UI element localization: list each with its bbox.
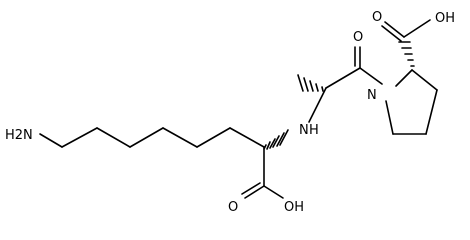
nh-h-label: H xyxy=(309,123,319,138)
lower-hydroxyl-label: OH xyxy=(284,200,304,215)
hash-line xyxy=(321,86,324,92)
bond xyxy=(384,21,405,38)
bond xyxy=(359,67,383,85)
hash-line xyxy=(309,80,314,92)
bond xyxy=(395,69,413,87)
bond xyxy=(162,127,198,148)
bond xyxy=(129,127,164,148)
bond xyxy=(403,19,431,38)
bond xyxy=(244,185,265,199)
ring-hashed-wedge xyxy=(398,41,415,67)
upper-hydroxyl-label: OH xyxy=(435,11,455,26)
hash-line xyxy=(303,77,309,92)
bond xyxy=(96,127,131,148)
hash-line xyxy=(266,141,271,150)
hash-line xyxy=(279,129,289,146)
hash-line xyxy=(315,83,319,92)
bond xyxy=(425,89,438,135)
bond xyxy=(39,133,63,148)
bond xyxy=(325,67,361,89)
bond xyxy=(263,185,284,199)
lower-carboxyl-group xyxy=(241,146,284,199)
structure-canvas: H2N N H N O O OH O OH xyxy=(5,10,455,215)
methyl-hashed-wedge xyxy=(297,74,324,92)
hash-line xyxy=(272,135,280,148)
bond xyxy=(196,127,231,148)
bond xyxy=(411,69,438,91)
ring-nitrogen-label: N xyxy=(367,88,377,103)
nh-n-label: N xyxy=(299,123,309,138)
hash-line xyxy=(297,74,304,92)
hash-line xyxy=(269,138,276,149)
bond xyxy=(385,100,394,135)
bond xyxy=(308,87,327,123)
molecule-drawing: H2N N H N O O OH O OH xyxy=(5,10,455,215)
lower-acid-oxygen-label: O xyxy=(228,200,238,215)
pyrrolidine-ring xyxy=(385,69,438,135)
double-bond-line xyxy=(381,25,402,42)
hashed-wedge-bond xyxy=(263,129,289,150)
double-bond-line xyxy=(241,182,261,195)
bond xyxy=(229,127,265,148)
upper-carboxyl-group xyxy=(381,19,431,42)
upper-acid-oxygen-label: O xyxy=(372,10,382,25)
amine-label: H2N xyxy=(5,128,33,143)
carbonyl-oxygen-label: O xyxy=(353,30,363,45)
amide-group xyxy=(325,46,383,89)
aminoheptyl-chain xyxy=(39,127,265,148)
hash-line xyxy=(276,132,285,147)
bond xyxy=(61,127,98,148)
